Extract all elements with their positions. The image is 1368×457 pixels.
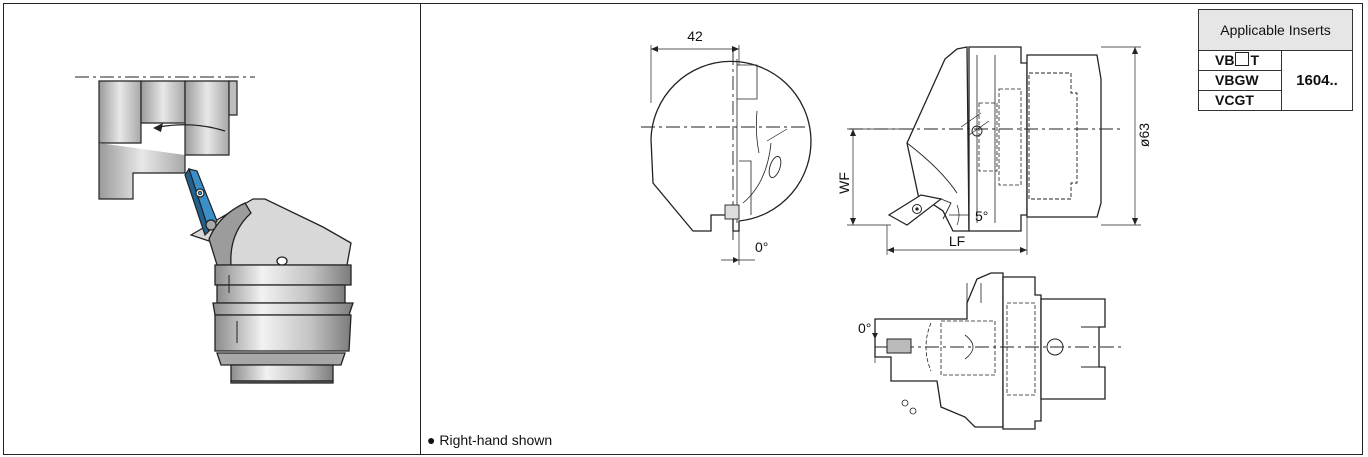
insert <box>184 167 218 237</box>
dim-diameter: ø63 <box>1136 123 1152 147</box>
side-view <box>847 46 1141 255</box>
dim-wf: WF <box>836 172 852 194</box>
inserts-header: Applicable Inserts <box>1198 9 1353 51</box>
dim-clearance-angle: 0° <box>755 239 768 255</box>
holder-body <box>189 198 354 384</box>
dim-width-top: 42 <box>687 28 703 44</box>
dim-lead-angle: 5° <box>975 208 988 224</box>
tool-illustration <box>75 76 354 384</box>
footnote: ● Right-hand shown <box>427 432 553 448</box>
dim-side-angle: 0° <box>858 320 871 336</box>
feed-arrow <box>153 123 226 132</box>
panel-divider <box>420 3 421 455</box>
drawing-frame <box>3 3 1363 455</box>
front-view <box>641 45 812 265</box>
dim-lf: LF <box>949 233 965 249</box>
placeholder-box-icon <box>1235 52 1250 66</box>
illustration-panel <box>3 3 420 455</box>
insert-code-3: VCGT <box>1198 90 1282 111</box>
workpiece <box>75 76 255 200</box>
insert-size: 1604.. <box>1281 50 1353 111</box>
bottom-view <box>872 272 1121 430</box>
technical-drawings: 42 0° <box>641 28 1152 430</box>
drawing-panel: 42 0° <box>421 3 1363 455</box>
insert-code-2: VBGW <box>1198 70 1282 91</box>
